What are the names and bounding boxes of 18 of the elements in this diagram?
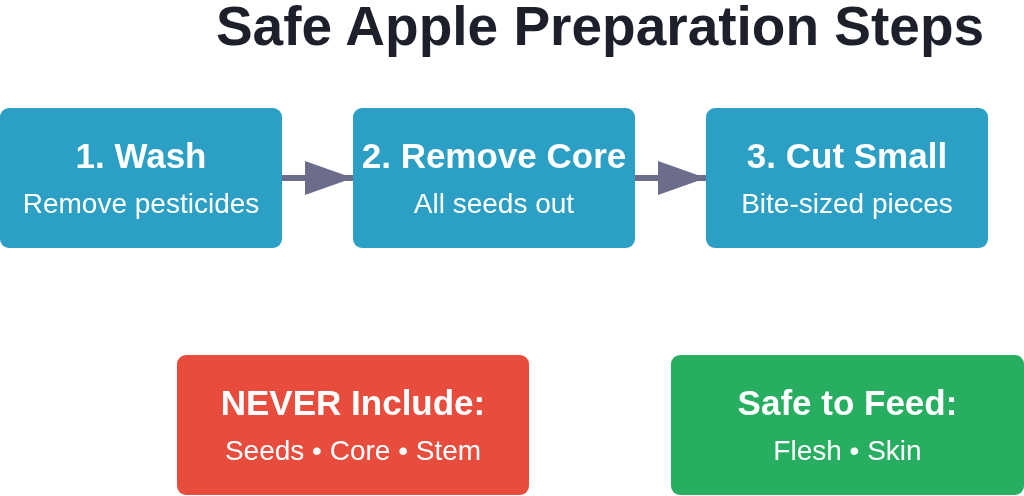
process-box: [706, 108, 988, 248]
warning-box: [177, 355, 529, 495]
step-heading: 1. Wash: [75, 136, 207, 176]
safe-list: Flesh • Skin: [773, 435, 922, 467]
step-description: Remove pesticides: [22, 188, 260, 220]
warning-heading: NEVER Include:: [220, 383, 486, 423]
arrow: [635, 161, 706, 195]
diagram-title: Safe Apple Preparation Steps: [214, 0, 986, 55]
process-box: [0, 108, 282, 248]
safe-heading: Safe to Feed:: [737, 383, 958, 423]
process-box: [353, 108, 635, 248]
warning-list: Seeds • Core • Stem: [224, 435, 482, 467]
step-description: Bite-sized pieces: [741, 188, 953, 220]
step-description: All seeds out: [413, 188, 575, 220]
step-heading: 2. Remove Core: [361, 136, 627, 176]
step-heading: 3. Cut Small: [746, 136, 948, 176]
arrow: [282, 161, 353, 195]
safe-box: [671, 355, 1024, 495]
